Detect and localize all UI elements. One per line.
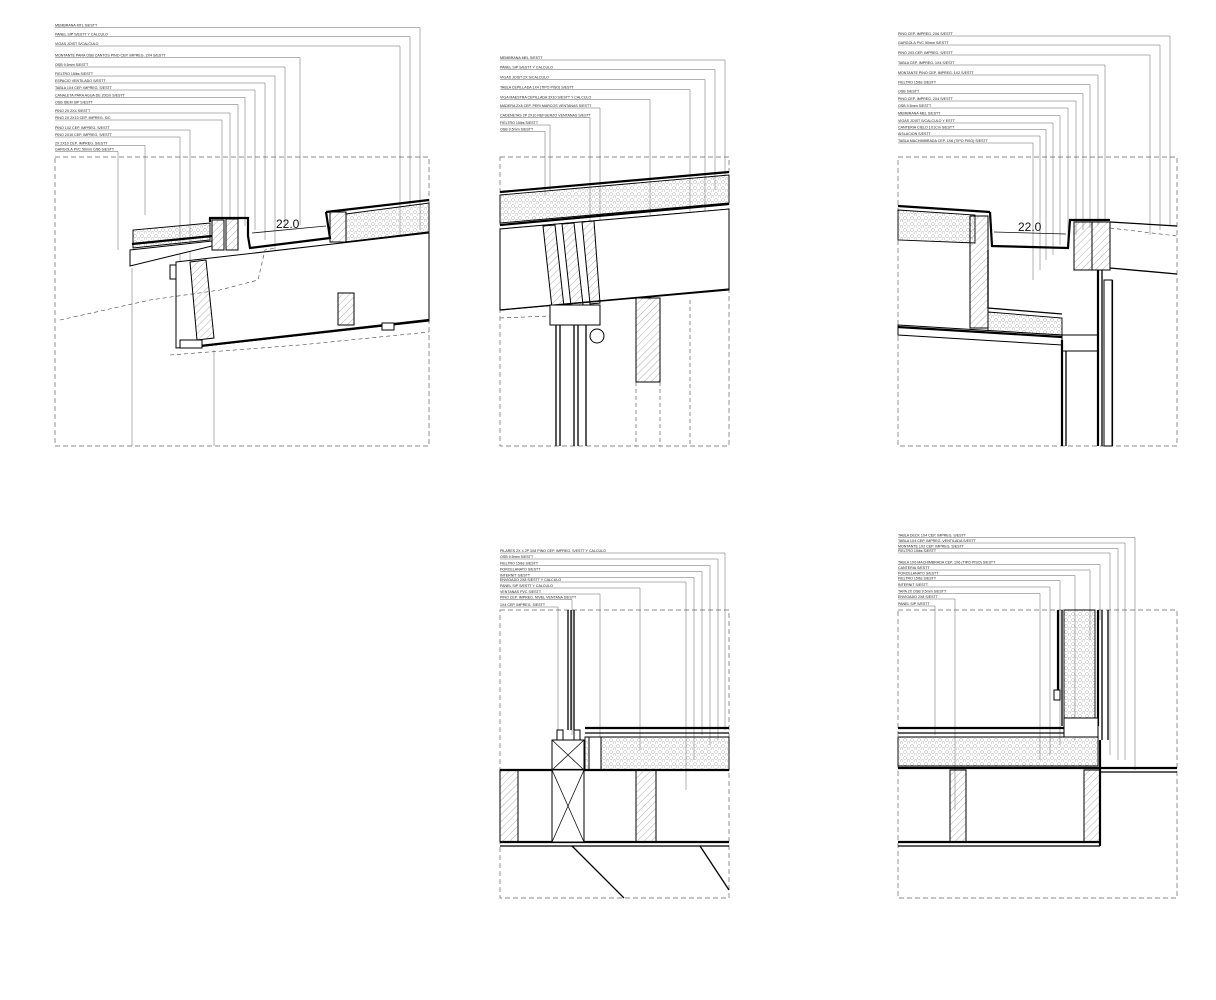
detail-1-section: 22.0	[59, 198, 430, 446]
detail-3-labels: PINO CEP. IMPREG. 2X6 S/ESTT GARGOLA PVC…	[898, 32, 989, 143]
detail-3: PINO CEP. IMPREG. 2X6 S/ESTT GARGOLA PVC…	[897, 32, 1178, 447]
label: TAPA 2X OSB 9.5mm S/ESTT	[898, 590, 947, 594]
label: PINO CEP. IMPREG. NIVEL VENTANA S/ESTT	[500, 596, 577, 600]
detail-1-labels: MEMBRANA MTL S/ESTT PANEL SIP S/ESTT Y C…	[55, 24, 166, 152]
detail-3-leaders	[898, 35, 1171, 280]
label: VIGAS JOIST 2X S/CALCULO	[500, 76, 549, 80]
detail-5-leaders	[898, 537, 1136, 810]
label: PANEL SIP S/ESTT Y CALCULO	[55, 33, 108, 37]
label: PINO CEP. IMPREG. 2X4 S/ESTT	[898, 97, 954, 101]
label: GARGOLA PVC 50mm C/86 S/ESTT	[55, 148, 115, 152]
label: FIELTRO 15lbs S/ESTT	[500, 562, 539, 566]
label: 2X 2X10 CEP. IMPREG. S/ESTT	[55, 142, 108, 146]
label: FIELTRO 15lbs S/ESTT	[500, 121, 539, 125]
label: TABLA 1X6 MACHIMBRADA CEP. 1X6 (TIPO PIS…	[898, 561, 996, 565]
label: PINO CEP. IMPREG. 2X6 S/ESTT	[898, 32, 954, 36]
detail-4: PILARES 2X 4 2P 3X8 PINO CEP. IMPREG. S/…	[499, 549, 730, 899]
label: GARGOLA PVC 50mm S/ESTT	[898, 41, 949, 45]
label: PORCELANATO S/ESTT	[898, 572, 939, 576]
label: INTERNIT S/ESTT	[500, 574, 531, 578]
label: TABLA 1X4 CEP. IMPREG. VENTILADA S/ESTT	[898, 539, 977, 543]
label: CANTERIA S/ESTT	[898, 566, 930, 570]
label: TABLA DECK 1X4 CEP. IMPREG. S/ESTT	[898, 534, 967, 538]
label: VIGAS JOIST S/CALCULO Y ESTT	[898, 119, 956, 123]
label: PINO 2X 2X4 S/ESTT	[55, 109, 91, 113]
label: TABLA MACHIMBRADA CEP. 1X6 (TIPO PISO) S…	[898, 139, 989, 143]
label: OSB IDEM SIP S/ESTT	[55, 101, 94, 105]
detail-1-frame	[54, 156, 430, 447]
label: MONTANTE 1X2 CEP. IMPREG. S/ESTT	[898, 545, 965, 549]
label: OSB 9.5mm S/ESTT	[898, 104, 932, 108]
detail-4-labels: PILARES 2X 4 2P 3X8 PINO CEP. IMPREG. S/…	[500, 549, 606, 607]
label: MEMBRANA MEL S/ESTT	[898, 112, 941, 116]
label: CADENETAS 2P 2X10 REFUERZO VENTANAS S/ES…	[500, 114, 592, 118]
detail-1-leaders	[55, 27, 421, 270]
label: PILARES 2X 4 2P 3X8 PINO CEP. IMPREG. S/…	[500, 549, 606, 553]
label: ENVIGADO 2X8 S/ESTT Y CALCULO	[500, 578, 561, 582]
label: TABLA CEPILLADA 1X4 (TIPO PISO) S/ESTT	[500, 86, 575, 90]
label: FIELTRO 15lbs S/ESTT	[898, 577, 937, 581]
label: CANTERIA CIELO 1X1Cm S/ESTT	[898, 126, 955, 130]
label: VIGAS JOIST S/CALCULO	[55, 42, 99, 46]
label: MONTANTE PINO CEP. IMPREG. 1X2 S/ESTT	[898, 71, 975, 75]
label: TABLA 1X4 CEP. IMPREG. S/ESTT	[55, 86, 113, 90]
label: PINO 2X 2X10 CEP. IMPREG. S/C	[55, 116, 111, 120]
label: OSB 9.5mm S/ESTT	[500, 555, 534, 559]
label: OSB 9.5mm S/ESTT	[500, 128, 534, 132]
label: INTERNIT S/ESTT	[898, 583, 929, 587]
detail-2-section	[499, 170, 730, 446]
label: FIELTRO 15lbs S/ESTT	[898, 81, 937, 85]
detail-5: TABLA DECK 1X4 CEP. IMPREG. S/ESTT TABLA…	[897, 534, 1178, 899]
detail-3-section: 22.0	[897, 204, 1178, 447]
label: ESPACIO VENTILADO S/ESTT	[55, 79, 106, 83]
label: TABLA CEP. IMPREG. 1X4 S/ESTT	[898, 61, 956, 65]
dimension-label: 22.0	[276, 217, 300, 231]
label: ENVIGADO 2X8 S/ESTT	[898, 595, 939, 599]
label: PINO 2X10 CEP. IMPREG. S/ESTT	[55, 133, 113, 137]
label: PANEL SIP S/ESTT Y CALCULO	[500, 584, 553, 588]
label: OSB S/ESTT	[898, 90, 920, 94]
detail-1: MEMBRANA MTL S/ESTT PANEL SIP S/ESTT Y C…	[54, 24, 430, 447]
label: AISLACION S/ESTT	[898, 132, 932, 136]
label: FIELTRO 15lbs S/ESTT	[55, 72, 94, 76]
label: OSB 9.5mm S/ESTT	[55, 63, 89, 67]
detail-2: MEMBRANA MEL S/ESTT PANEL SIP S/ESTT Y C…	[499, 56, 730, 447]
label: PANEL SIP S/ESTT Y CALCULO	[500, 66, 553, 70]
label: MEMBRANA MTL S/ESTT	[55, 24, 98, 28]
label: PORCELANATO S/ESTT	[500, 568, 541, 572]
label: VIGA MAESTRA CEPILLADA 3X10 S/ESTT Y CAL…	[500, 96, 591, 100]
label: FIELTRO 15lbs S/ESTT	[898, 549, 937, 553]
detail-4-leaders	[500, 552, 726, 790]
label: MADERA 2X8 CEP. PERI MARCOS VENTANAS S/E…	[500, 104, 592, 108]
label: PANEL SIP S/ESTT	[898, 602, 930, 606]
detail-5-frame	[897, 609, 1178, 899]
detail-2-labels: MEMBRANA MEL S/ESTT PANEL SIP S/ESTT Y C…	[500, 56, 592, 132]
detail-3-frame	[897, 156, 1178, 447]
label: VENTANAS PVC S/ESTT	[500, 590, 542, 594]
label: PINO 2X3 CEP. IMPREG. S/ESTT	[898, 51, 954, 55]
dimension-label: 22.0	[1018, 220, 1042, 234]
label: MEMBRANA MEL S/ESTT	[500, 56, 543, 60]
detail-5-labels: TABLA DECK 1X4 CEP. IMPREG. S/ESTT TABLA…	[898, 534, 996, 607]
label: MONTANTE PARA OSB CANTOS PINO CEP. IMPRE…	[55, 54, 166, 58]
detail-5-section	[897, 609, 1177, 847]
label: CANALETA PARA AGUA DE 20Cm S/ESTT	[55, 94, 126, 98]
detail-4-section	[499, 610, 730, 899]
label: PINO 1X2 CEP. IMPREG. S/ESTT	[55, 126, 111, 130]
label: 1X4 CEP. IMPREG. S/ESTT	[500, 603, 546, 607]
